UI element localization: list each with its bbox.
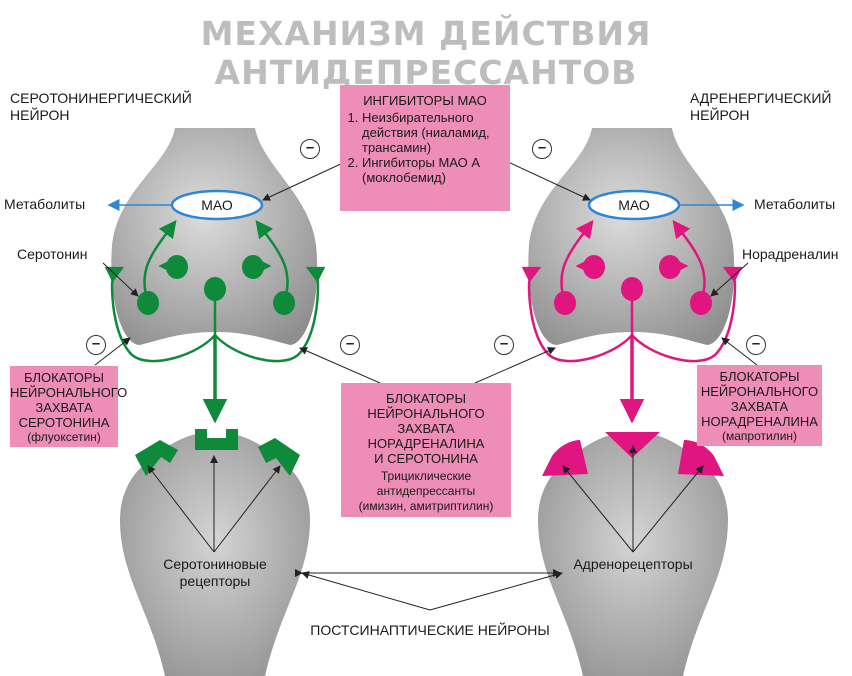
mao-inhibitors-item: Ингибиторы МАО А (моклобемид) (362, 155, 504, 185)
metabolites-label-right: Метаболиты (754, 196, 836, 212)
adrenoreceptors-label: Адренорецепторы (573, 556, 693, 572)
mao-inhibitors-list: Неизбирательного действия (ниаламид, тра… (346, 110, 504, 185)
mao-inhibitors-box: ИНГИБИТОРЫ МАО Неизбирательного действия… (340, 85, 510, 211)
postsynaptic-neuron-left (120, 432, 310, 676)
blocker-center-box: БЛОКАТОРЫ НЕЙРОНАЛЬНОГО ЗАХВАТА НОРАДРЕН… (341, 383, 511, 517)
mao-label-right: МАО (618, 197, 650, 213)
adrenoreceptor-3 (678, 440, 724, 476)
blocker-center-title: БЛОКАТОРЫ (385, 391, 467, 406)
minus-sign-6: – (746, 335, 766, 355)
serotonin-receptor-3 (258, 438, 300, 476)
blocker-noradrenaline-title: БЛОКАТОРЫ (719, 369, 800, 384)
blocker-center-title: И СЕРОТОНИНА (374, 451, 478, 466)
blocker-center-title: НОРАДРЕНАЛИНА (367, 436, 485, 451)
metabolites-label-left: Метаболиты (4, 196, 86, 212)
blocker-center-subtitle: антидепрессанты (376, 484, 476, 498)
blocker-center-subtitle: Трициклические (380, 469, 472, 483)
adrenergic-neuron-label-line2: НЕЙРОН (690, 107, 750, 123)
adrenergic-neuron-label: АДРЕНЕРГИЧЕСКИЙ НЕЙРОН (690, 90, 831, 124)
blocker-center-title: НЕЙРОНАЛЬНОГО (367, 406, 485, 421)
minus-sign-3: – (86, 335, 106, 355)
presynaptic-neuron-left (111, 128, 318, 345)
mao-inhibitors-item: Неизбирательного действия (ниаламид, тра… (362, 110, 504, 155)
adrenoreceptor-1 (542, 440, 588, 476)
page-title: МЕХАНИЗМ ДЕЙСТВИЯ АНТИДЕПРЕССАНТОВ (200, 14, 652, 92)
minus-sign-5: – (494, 335, 514, 355)
blocker-noradrenaline-title: ЗАХВАТА (730, 399, 789, 414)
blocker-serotonin-example: (флуоксетин) (27, 430, 101, 444)
serotonergic-neuron-label: СЕРОТОНИНЕРГИЧЕСКИЙ НЕЙРОН (10, 90, 192, 124)
postsynaptic-neurons-label: ПОСТСИНАПТИЧЕСКИЕ НЕЙРОНЫ (310, 622, 550, 638)
serotonin-vesicles (137, 255, 295, 315)
minus-sign-1: – (300, 139, 320, 159)
serotonin-receptors-label-line1: Серотониновые (163, 556, 267, 572)
serotonin-receptor-2 (195, 429, 238, 450)
serotonin-receptor-2-notch (207, 429, 226, 438)
blocker-noradrenaline-box: БЛОКАТОРЫ НЕЙРОНАЛЬНОГО ЗАХВАТА НОРАДРЕН… (697, 365, 822, 446)
blocker-serotonin-box: БЛОКАТОРЫ НЕЙРОНАЛЬНОГО ЗАХВАТА СЕРОТОНИ… (10, 366, 128, 447)
presynaptic-neuron-right (528, 128, 735, 345)
annotation-arrows (94, 161, 758, 611)
blocker-center-title: ЗАХВАТА (397, 421, 455, 436)
serotonin-label: Серотонин (17, 246, 88, 262)
blocker-serotonin-title: НЕЙРОНАЛЬНОГО (10, 385, 128, 400)
minus-sign-4: – (340, 335, 360, 355)
serotonin-receptors-label: Серотониновые рецепторы (150, 556, 280, 590)
blocker-noradrenaline-title: НЕЙРОНАЛЬНОГО (700, 384, 819, 399)
mao-oval-right (587, 189, 681, 221)
blocker-noradrenaline-example: (мапротилин) (721, 429, 798, 443)
blocker-center-example: (имизин, амитриптилин) (358, 499, 494, 513)
noradrenaline-label: Норадреналин (742, 246, 839, 262)
blocker-serotonin-title: СЕРОТОНИНА (18, 415, 110, 430)
noradrenaline-vesicles (554, 255, 712, 315)
blocker-noradrenaline-title: НОРАДРЕНАЛИНА (701, 414, 818, 429)
serotonin-receptors-label-line2: рецепторы (179, 573, 251, 589)
serotonergic-neuron-label-line2: НЕЙРОН (10, 107, 70, 123)
serotonergic-neuron-label-line1: СЕРОТОНИНЕРГИЧЕСКИЙ (10, 90, 192, 106)
blocker-serotonin-title: ЗАХВАТА (35, 400, 93, 415)
blocker-serotonin-title: БЛОКАТОРЫ (23, 370, 105, 385)
mao-inhibitors-title: ИНГИБИТОРЫ МАО (363, 93, 487, 108)
adrenergic-neuron-label-line1: АДРЕНЕРГИЧЕСКИЙ (690, 90, 832, 106)
minus-sign-2: – (532, 139, 552, 159)
mao-label-left: МАО (201, 197, 233, 213)
serotonin-receptor-1 (135, 440, 178, 476)
